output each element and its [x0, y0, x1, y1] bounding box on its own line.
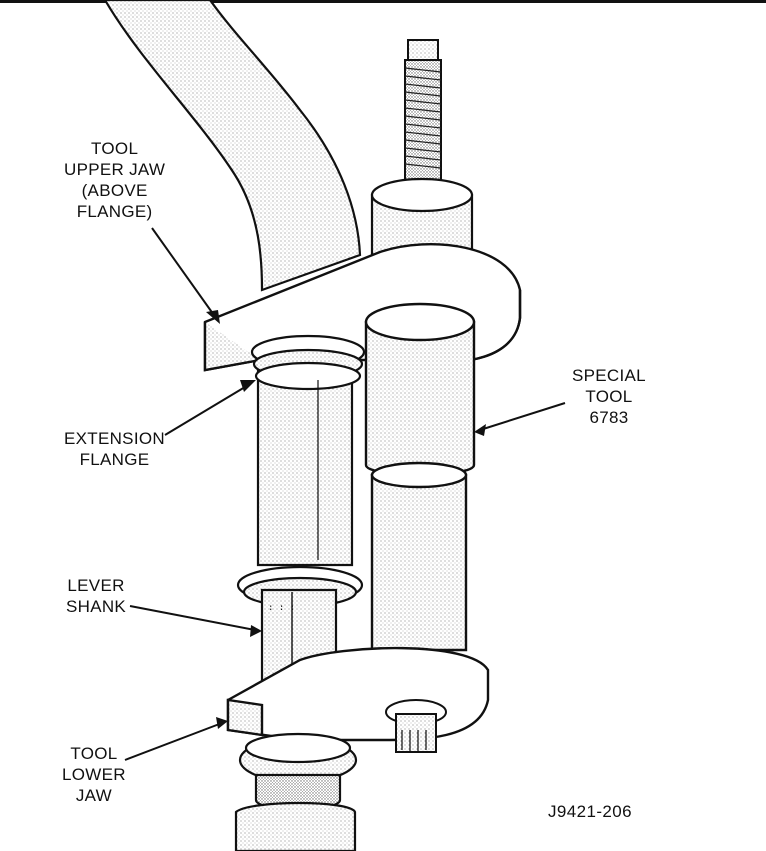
label-line: TOOL	[70, 744, 118, 763]
svg-text:: : :: : : :	[268, 603, 295, 613]
label-line: LEVER	[67, 576, 125, 595]
ball-joint-boot	[234, 732, 358, 851]
label-special-tool: SPECIAL TOOL 6783	[572, 365, 646, 428]
label-line: 6783	[589, 408, 629, 427]
figure-id: J9421-206	[548, 802, 632, 821]
extension-cylinder	[250, 334, 366, 567]
label-line: FLANGE	[79, 450, 150, 469]
label-line: SHANK	[66, 597, 127, 616]
label-tool-upper-jaw: TOOL UPPER JAW (ABOVE FLANGE)	[64, 138, 165, 222]
arrow-heads	[206, 310, 486, 729]
label-line: FLANGE)	[76, 202, 153, 221]
label-line: (ABOVE	[81, 181, 148, 200]
label-tool-lower-jaw: TOOL LOWER JAW	[62, 743, 126, 806]
tool-body	[364, 302, 476, 652]
forcing-screw	[404, 39, 442, 181]
label-line: UPPER JAW	[64, 160, 166, 179]
label-line: LOWER	[62, 765, 126, 784]
label-lever-shank: LEVER SHANK	[66, 575, 126, 617]
lower-bolt	[385, 699, 447, 753]
top-border	[0, 0, 766, 3]
label-line: TOOL	[585, 387, 633, 406]
label-extension-flange: EXTENSION FLANGE	[64, 428, 165, 470]
label-line: TOOL	[91, 139, 139, 158]
suspension-arm	[103, 0, 362, 292]
label-line: EXTENSION	[64, 429, 165, 448]
leader-arrows	[124, 227, 566, 761]
label-line: SPECIAL	[572, 366, 646, 385]
label-line: JAW	[75, 786, 112, 805]
